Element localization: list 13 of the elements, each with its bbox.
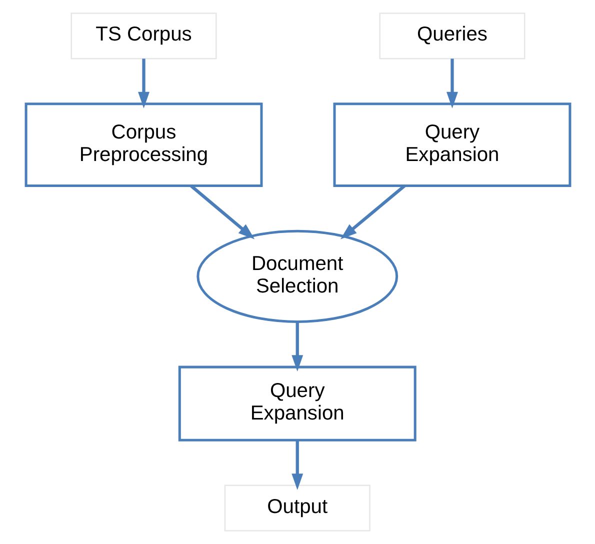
- arrow: [291, 440, 303, 490]
- node-box: Corpus Preprocessing: [24, 102, 262, 187]
- node-box: Output: [224, 484, 370, 532]
- node-box: Query Expansion: [332, 102, 571, 187]
- arrow: [190, 184, 254, 240]
- arrow: [291, 322, 303, 372]
- node-ellipse: Document Selection: [196, 230, 398, 323]
- arrow: [446, 58, 458, 108]
- node-box: Query Expansion: [178, 366, 416, 442]
- arrow: [138, 58, 149, 108]
- node-box: Queries: [378, 12, 525, 60]
- node-box: TS Corpus: [70, 12, 216, 60]
- arrow: [340, 184, 406, 240]
